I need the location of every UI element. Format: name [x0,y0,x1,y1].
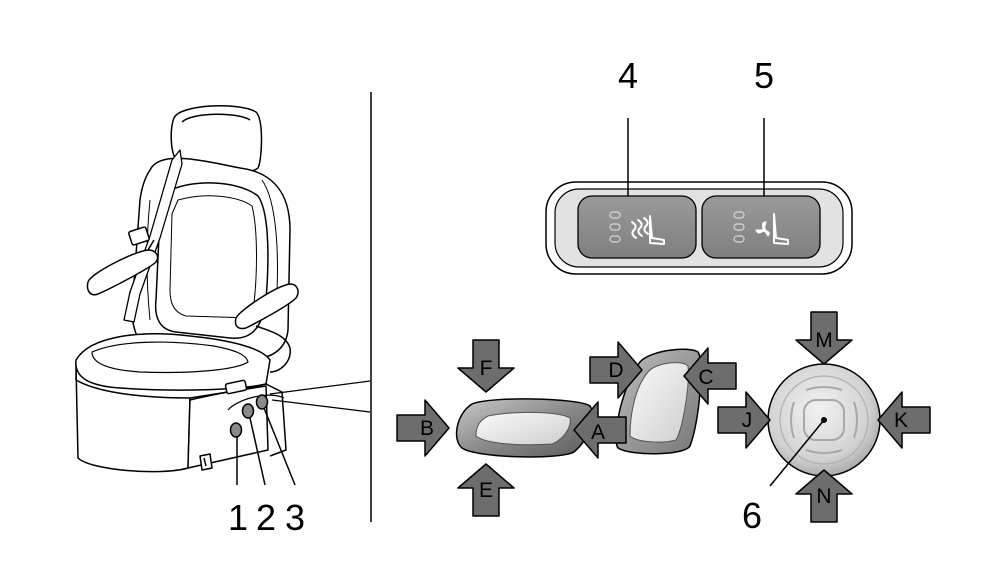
arrow-f: F [457,339,515,393]
arrow-b-shape [396,399,450,457]
callout-1: 1 [228,497,248,538]
arrow-j: J [717,391,771,449]
seat-illustration [75,105,371,473]
direction-arrows: F E B A D C M N J K [396,311,931,523]
arrow-e-label: E [479,479,493,502]
callout-6: 6 [742,495,762,536]
arrow-c-label: C [698,366,713,389]
arrow-j-shape [717,391,771,449]
seat-ventilation-switch[interactable] [701,195,821,259]
ventilation-level-indicators [733,211,745,243]
arrow-n: N [795,469,853,523]
heater-level-indicators [609,211,621,243]
arrow-m: M [795,311,853,365]
callout-leaders-123 [236,407,296,486]
arrow-f-label: F [480,357,493,380]
arrow-f-shape [457,339,515,393]
arrow-k-shape [877,391,931,449]
callout-3: 3 [285,497,305,538]
arrow-j-label: J [742,409,753,432]
lumbar-support-knob[interactable] [767,363,881,487]
arrow-e-shape [457,463,515,517]
arrow-a: A [573,401,627,459]
arrow-k-label: K [894,409,908,432]
seat-heater-switch[interactable] [577,195,697,259]
arrow-e: E [457,463,515,517]
arrow-n-label: N [816,485,831,508]
arrow-k: K [877,391,931,449]
arrow-c: C [683,347,737,405]
arrow-a-label: A [591,421,605,444]
seat-ventilation-icon [755,213,789,245]
arrow-d: D [589,341,643,399]
arrow-n-shape [795,469,853,523]
arrow-a-shape [573,401,627,459]
arrow-b: B [396,399,450,457]
arrow-d-shape [589,341,643,399]
callout-4: 4 [618,55,638,96]
callout-2: 2 [256,497,276,538]
arrow-d-label: D [608,359,623,382]
arrow-m-label: M [815,329,833,352]
seat-cushion-switch[interactable] [455,398,594,458]
seat-heater-icon [631,215,665,245]
arrow-m-shape [795,311,853,365]
callout-5: 5 [754,55,774,96]
arrow-c-shape [683,347,737,405]
arrow-b-label: B [420,417,434,440]
